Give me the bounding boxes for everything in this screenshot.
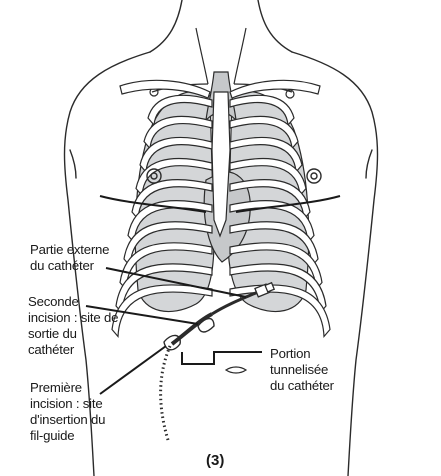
label-external-part: Partie externe du cathéter [30,242,109,274]
label-second-incision: Seconde incision : site de sortie du cat… [28,294,118,358]
label-tunneled-portion: Portion tunnelisée du cathéter [270,346,334,394]
left-arm-crease [70,150,76,178]
navel [226,367,246,373]
label-first-incision: Première incision : site d'insertion du … [30,380,105,444]
left-nipple-inner [311,173,317,179]
left-nipple [307,169,321,183]
tunneled-bracket [182,352,232,364]
jugular-vein-right [234,28,246,84]
right-arm-crease [366,150,372,178]
jugular-vein-left [196,28,208,84]
figure-number: (3) [206,452,224,469]
neck-outline [150,0,182,52]
catheter-tunneled-dashed [161,346,170,440]
neck-outline-right [258,0,292,52]
